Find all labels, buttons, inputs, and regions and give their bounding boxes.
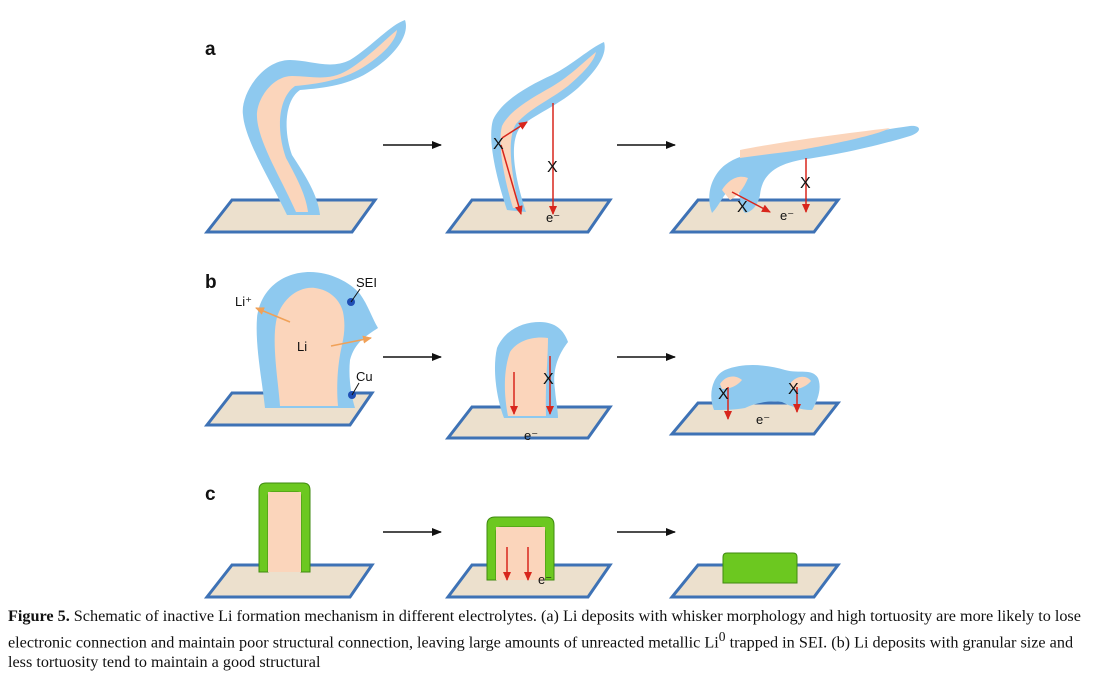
panel-b-stage-2: X e⁻ [444,322,613,443]
caption-text-continued: trapped in SEI. (b) Li deposits with gra… [8,632,1074,672]
li-ion-arrow [330,335,372,347]
sei-label: SEI [356,275,377,290]
panel-letter-c: c [205,484,216,505]
sei-layer [491,42,605,212]
break-mark: X [547,159,558,176]
panel-c-stage-3 [668,552,841,599]
li-ion-arrow [255,307,291,323]
panel-c-stage-1 [203,482,375,599]
li-core [790,376,811,390]
caption-superscript: 0 [718,628,726,644]
caption-label: Figure 5. [8,607,70,625]
schematic-figure: a X X e⁻ X X e⁻ b [203,20,919,599]
electron-arrow [501,121,528,139]
li-core [720,376,742,389]
panel-b-stage-1: SEI Li⁺ Li Cu [203,272,378,427]
cu-leader [351,382,360,396]
caption-text: Schematic of inactive Li formation mecha… [8,607,1081,651]
break-mark: X [718,386,729,403]
panel-letter-b: b [205,272,217,293]
li-core [504,337,548,416]
li-core [274,287,345,406]
electron-label: e⁻ [524,428,538,443]
electron-label: e⁻ [780,208,794,223]
panel-b-stage-3: X X e⁻ [668,365,842,436]
li-core [722,176,748,200]
li-core [496,527,545,580]
break-mark: X [800,175,811,192]
figure-caption: Figure 5. Schematic of inactive Li forma… [8,606,1098,673]
cu-substrate [445,198,613,234]
break-mark: X [493,136,504,153]
break-mark: X [788,381,799,398]
panel-c-stage-2: e⁻ [445,516,613,599]
electron-label: e⁻ [538,572,552,587]
li-label: Li [297,339,307,354]
coating-layer [722,552,798,584]
cu-substrate [203,563,375,599]
electron-label: e⁻ [756,412,770,427]
panel-letter-a: a [205,39,216,60]
panel-a-stage-3: X X e⁻ [668,125,919,234]
electron-arrow [500,144,523,215]
cu-label: Cu [356,369,373,384]
break-mark: X [737,199,748,216]
electron-label: e⁻ [546,210,560,225]
break-mark: X [543,371,554,388]
electron-arrow [731,191,771,213]
sei-leader [350,288,361,303]
cu-substrate [444,405,613,440]
li-core [500,52,596,208]
sei-layer [711,365,820,410]
li-core [268,492,301,572]
li-core [256,30,397,212]
panel-a-stage-2: X X e⁻ [445,42,613,234]
cu-substrate [203,198,378,234]
li-core [740,128,890,158]
li-ion-label: Li⁺ [235,294,252,309]
panel-a-stage-1 [203,20,406,234]
